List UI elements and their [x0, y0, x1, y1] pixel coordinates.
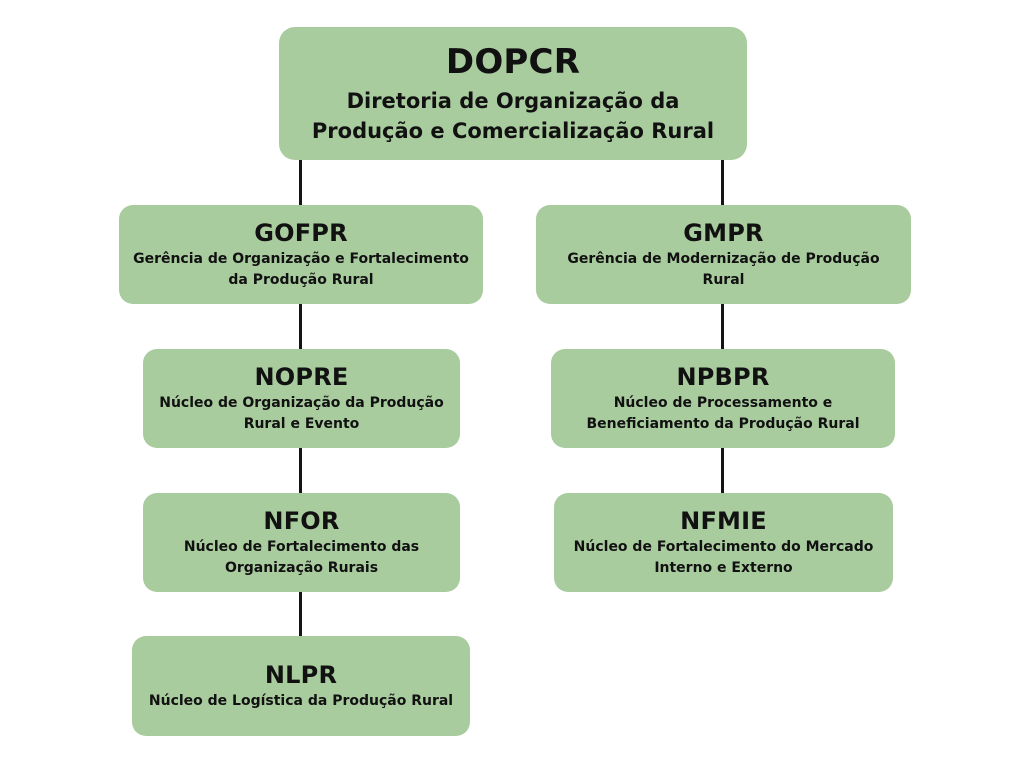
- connector-nopre-nfor: [299, 448, 302, 493]
- node-nopre: NOPRE Núcleo de Organização da Produção …: [143, 349, 460, 448]
- connector-npbpr-nfmie: [721, 448, 724, 493]
- node-name: Núcleo de Fortalecimento do Mercado Inte…: [574, 537, 874, 579]
- node-name-line: Núcleo de Logística da Produção Rural: [148, 692, 454, 709]
- node-code: NPBPR: [676, 362, 770, 391]
- node-name-line: Diretoria de Organização da: [346, 88, 680, 113]
- node-name: Diretoria de Organização da Produção e C…: [312, 86, 714, 146]
- node-code: NLPR: [264, 660, 338, 689]
- node-name-line: Gerência de Modernização de Produção Rur…: [567, 250, 880, 288]
- node-name: Gerência de Organização e Fortalecimento…: [133, 249, 469, 291]
- node-code: GMPR: [683, 218, 764, 247]
- node-name-line: Núcleo de Fortalecimento do Mercado: [573, 538, 874, 555]
- node-name-line: Beneficiamento da Produção Rural: [586, 415, 860, 432]
- node-code: GOFPR: [254, 218, 348, 247]
- node-name-line: Núcleo de Processamento e: [613, 394, 833, 411]
- node-name-line: Núcleo de Organização da Produção: [159, 394, 444, 411]
- node-name: Núcleo de Logística da Produção Rural: [149, 691, 453, 712]
- node-code: NFMIE: [680, 506, 767, 535]
- node-name-line: Núcleo de Fortalecimento das: [183, 538, 420, 555]
- node-name-line: Produção e Comercialização Rural: [311, 118, 715, 143]
- node-nfor: NFOR Núcleo de Fortalecimento das Organi…: [143, 493, 460, 592]
- node-name-line: Organização Rurais: [224, 559, 379, 576]
- connector-dopcr-gofpr: [299, 160, 302, 205]
- node-gmpr: GMPR Gerência de Modernização de Produçã…: [536, 205, 911, 304]
- node-code: NOPRE: [254, 362, 349, 391]
- node-name-line: Gerência de Organização e Fortalecimento: [133, 250, 469, 267]
- node-name: Gerência de Modernização de Produção Rur…: [546, 249, 901, 291]
- node-gofpr: GOFPR Gerência de Organização e Fortalec…: [119, 205, 483, 304]
- node-name-line: Rural e Evento: [243, 415, 360, 432]
- node-nlpr: NLPR Núcleo de Logística da Produção Rur…: [132, 636, 470, 736]
- connector-gmpr-npbpr: [721, 304, 724, 349]
- connector-gofpr-nopre: [299, 304, 302, 349]
- node-nfmie: NFMIE Núcleo de Fortalecimento do Mercad…: [554, 493, 893, 592]
- node-npbpr: NPBPR Núcleo de Processamento e Benefici…: [551, 349, 895, 448]
- node-dopcr: DOPCR Diretoria de Organização da Produç…: [279, 27, 747, 160]
- node-name-line: da Produção Rural: [228, 271, 374, 288]
- node-code: NFOR: [263, 506, 340, 535]
- connector-dopcr-gmpr: [721, 160, 724, 205]
- node-code: DOPCR: [445, 41, 581, 82]
- node-name: Núcleo de Fortalecimento das Organização…: [184, 537, 419, 579]
- node-name-line: Interno e Externo: [654, 559, 793, 576]
- node-name: Núcleo de Organização da Produção Rural …: [159, 393, 444, 435]
- connector-nfor-nlpr: [299, 592, 302, 636]
- node-name: Núcleo de Processamento e Beneficiamento…: [586, 393, 859, 435]
